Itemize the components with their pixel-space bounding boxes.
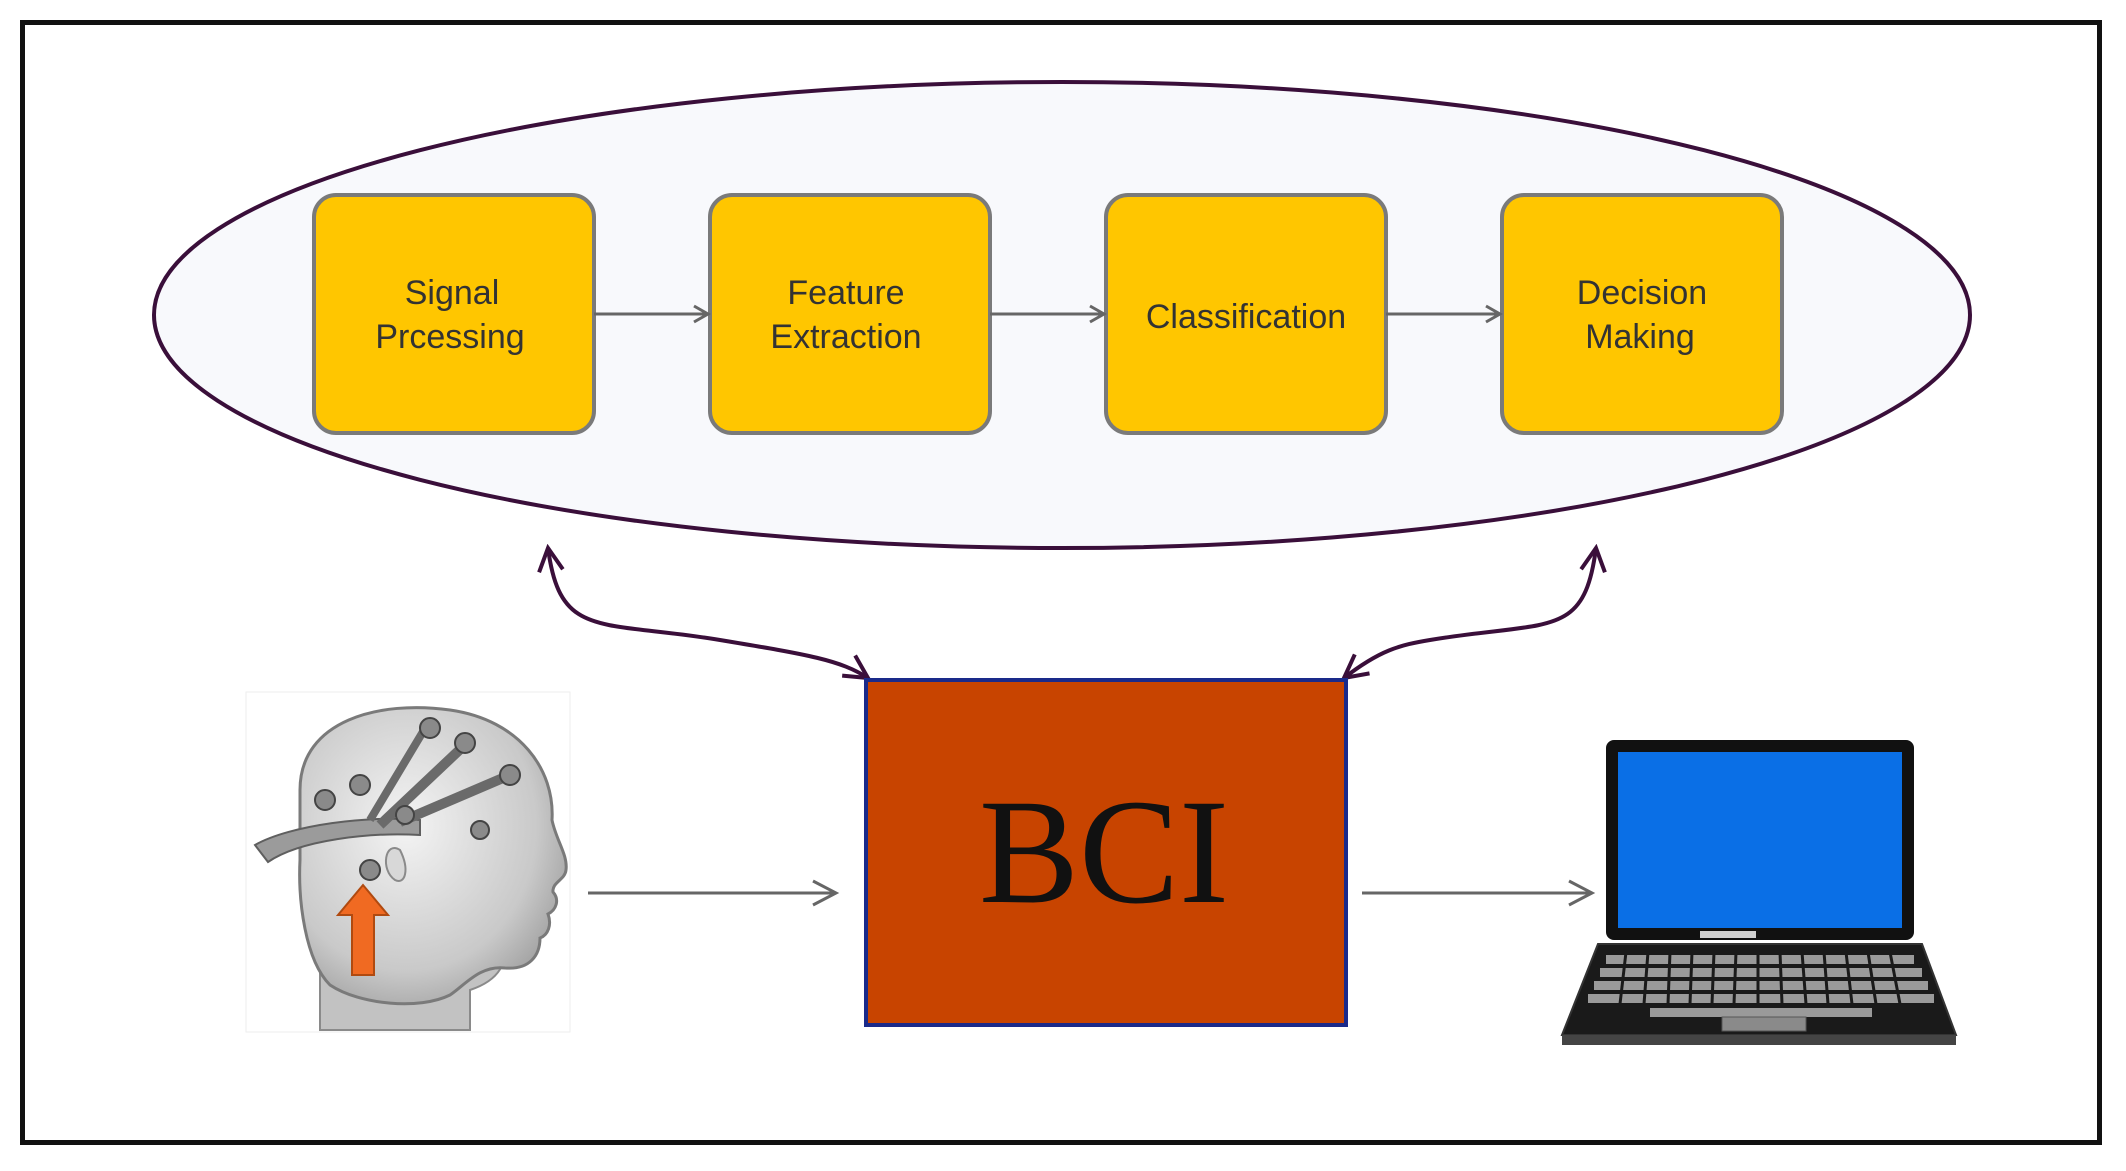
bci-block: BCI <box>864 678 1348 1027</box>
eeg-head-icon <box>245 691 571 1033</box>
step-label-line: Making <box>1585 318 1695 356</box>
step-label-line: Signal <box>405 274 500 312</box>
step-label-line: Classification <box>1146 298 1346 336</box>
step-label-line: Decision <box>1577 274 1707 312</box>
curve-arrow-left <box>548 548 868 678</box>
step-label-line: Prcessing <box>375 318 524 356</box>
step-decision-making: Decision Making <box>1500 193 1784 435</box>
step-signal-processing: Signal Prcessing <box>312 193 596 435</box>
bci-label: BCI <box>979 769 1229 935</box>
laptop-icon <box>1560 740 1958 1045</box>
step-classification: Classification <box>1104 193 1388 435</box>
step-label-line: Extraction <box>770 318 921 356</box>
step-label-line: Feature <box>787 274 904 312</box>
step-feature-extraction: Feature Extraction <box>708 193 992 435</box>
curve-arrow-right <box>1344 548 1596 678</box>
